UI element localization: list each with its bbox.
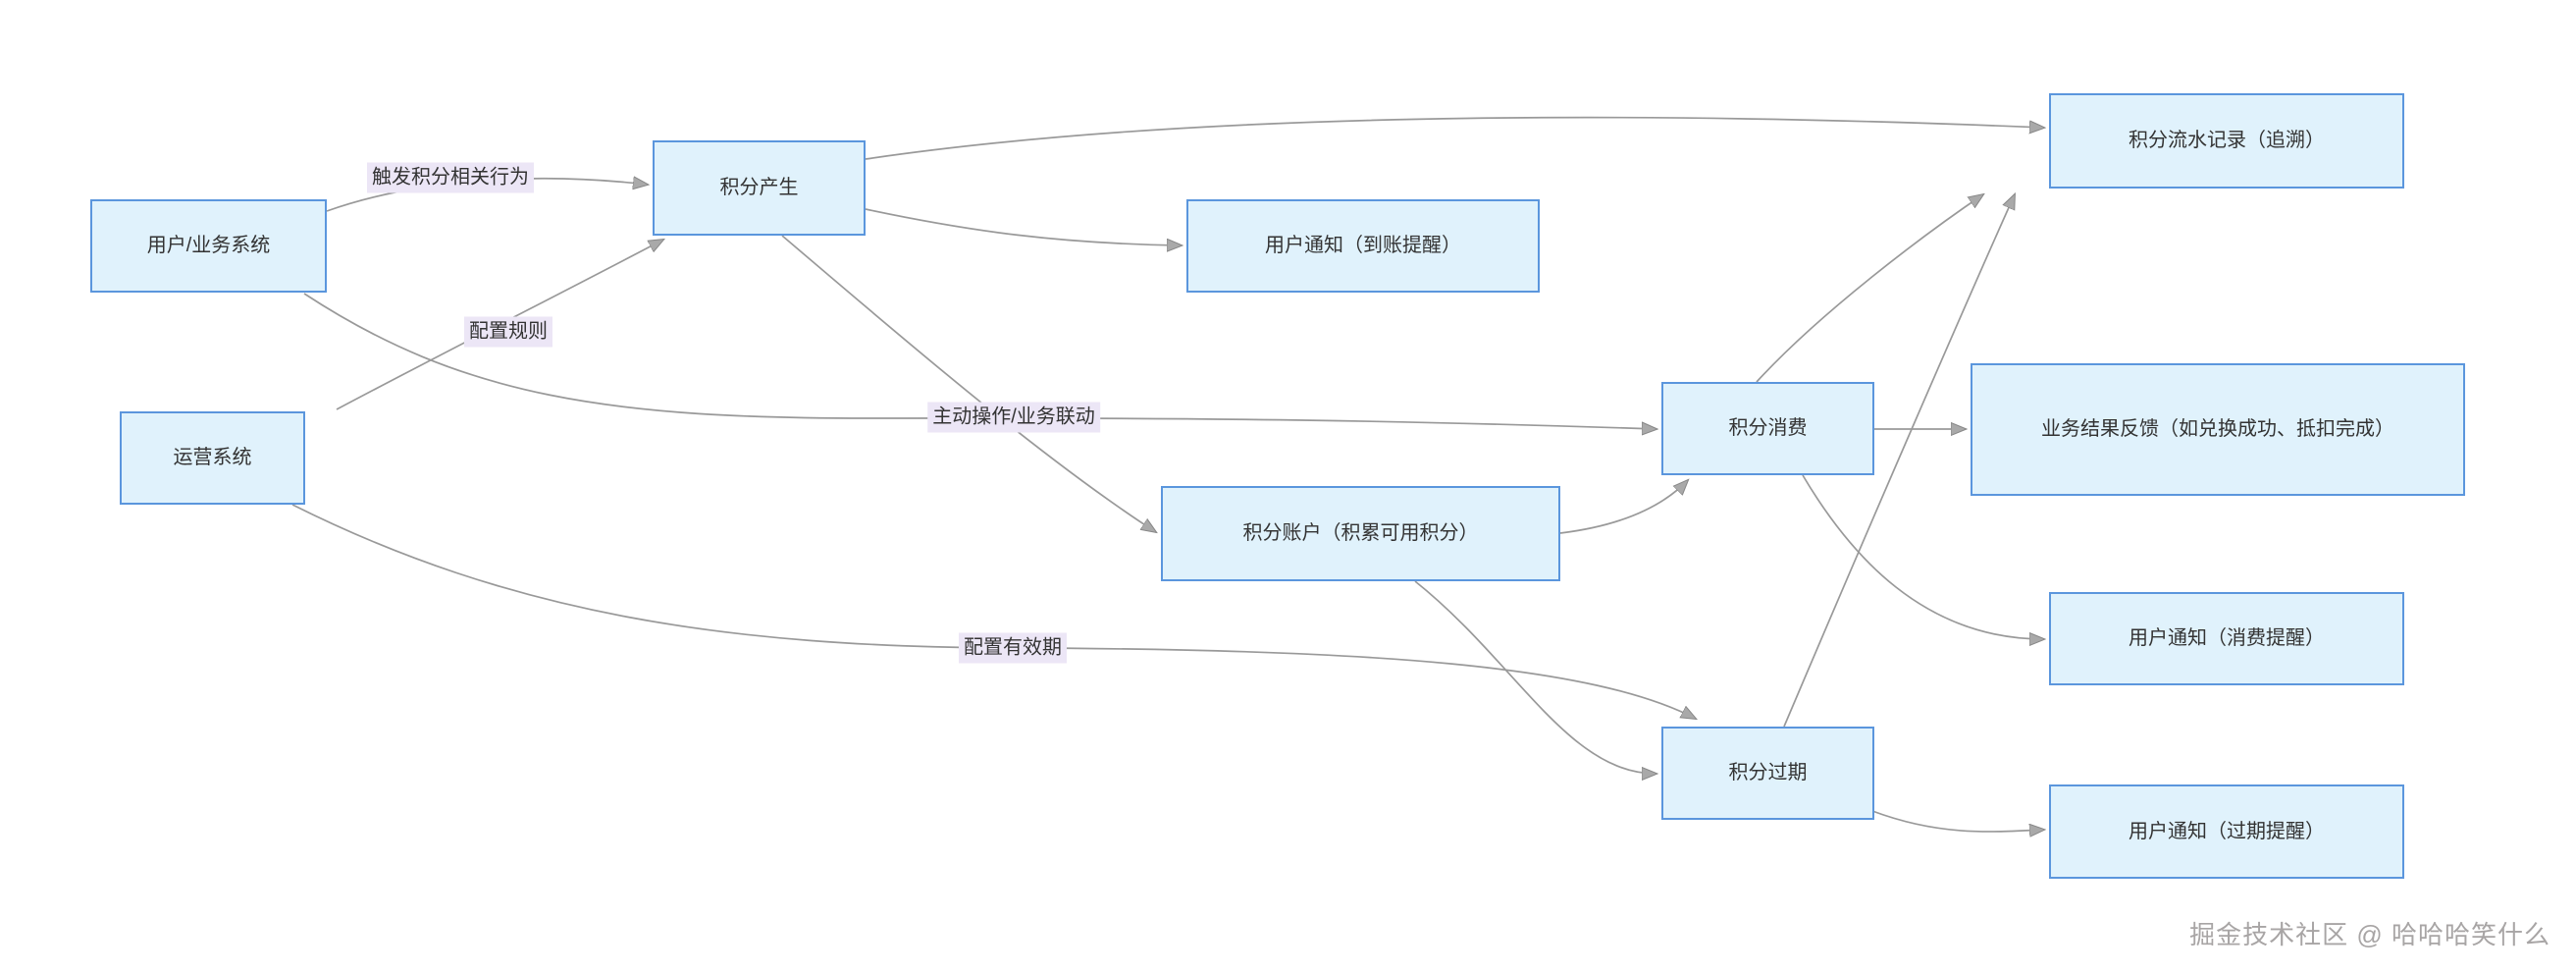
node-points-generation: 积分产生 [653,140,866,236]
edge-points-consumption-to-points-ledger [1756,194,1983,383]
node-points-expiration: 积分过期 [1661,727,1874,820]
node-user-business-system: 用户/业务系统 [90,199,327,293]
node-operation-system: 运营系统 [120,411,305,505]
node-points-consumption: 积分消费 [1661,382,1874,475]
edge-label-user-business-system-to-points-consumption: 主动操作/业务联动 [927,402,1100,433]
node-notify-arrival: 用户通知（到账提醒） [1186,199,1540,293]
edge-points-account-to-points-consumption [1559,480,1688,534]
edges-group [291,116,2044,832]
edge-points-generation-to-notify-arrival [865,208,1182,245]
node-label-points-expiration: 积分过期 [1728,762,1808,784]
edge-points-generation-to-points-account [781,235,1156,532]
node-label-points-consumption: 积分消费 [1728,417,1808,439]
edge-user-business-system-to-points-consumption [303,293,1656,429]
watermark: 掘金技术社区 @ 哈哈哈笑什么 [2189,920,2550,949]
edge-label-user-business-system-to-points-generation: 触发积分相关行为 [367,162,534,193]
node-business-feedback: 业务结果反馈（如兑换成功、抵扣完成） [1971,363,2465,496]
node-label-operation-system: 运营系统 [173,447,252,468]
node-label-notify-arrival: 用户通知（到账提醒） [1265,235,1461,256]
edge-label-operation-system-to-points-expiration: 配置有效期 [959,632,1067,664]
node-label-user-business-system: 用户/业务系统 [146,235,271,256]
node-points-account: 积分账户（积累可用积分） [1161,486,1560,581]
node-label-points-ledger: 积分流水记录（追溯） [2129,130,2325,151]
edge-label-operation-system-to-points-generation: 配置规则 [464,316,552,348]
node-label-points-account: 积分账户（积累可用积分） [1242,522,1479,544]
node-points-ledger: 积分流水记录（追溯） [2049,93,2404,189]
edge-points-consumption-to-notify-consumption [1802,474,2044,639]
node-label-notify-expiration: 用户通知（过期提醒） [2129,820,2325,842]
edge-points-expiration-to-points-ledger [1783,194,2015,728]
node-label-notify-consumption: 用户通知（消费提醒） [2129,627,2325,649]
node-notify-expiration: 用户通知（过期提醒） [2049,784,2404,879]
edge-points-account-to-points-expiration [1414,580,1656,774]
node-label-points-generation: 积分产生 [719,177,799,198]
node-label-business-feedback: 业务结果反馈（如兑换成功、抵扣完成） [2041,418,2394,440]
edge-points-expiration-to-notify-expiration [1871,810,2044,832]
node-notify-consumption: 用户通知（消费提醒） [2049,592,2404,685]
edge-points-generation-to-points-ledger [865,116,2044,160]
